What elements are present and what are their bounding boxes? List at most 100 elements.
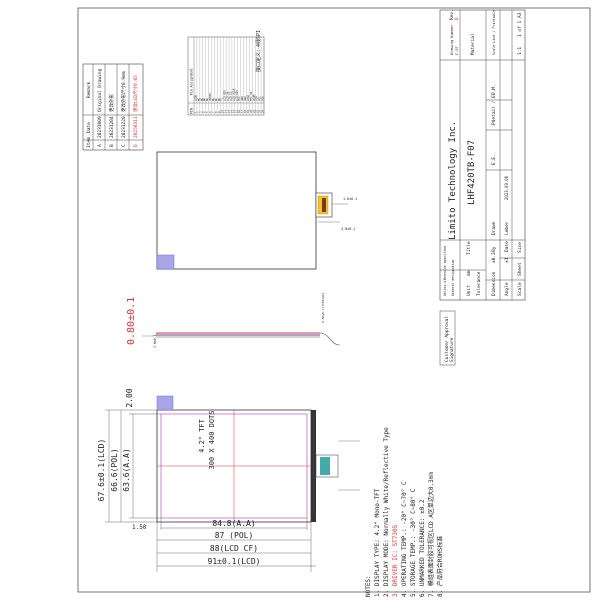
pin-number: 24	[261, 109, 265, 113]
note-line-4: 4. OPERATING TEMP.: -20° C~70° C	[401, 481, 408, 597]
material-label: Material	[470, 33, 476, 55]
dim-width-lcd: 91±0.1(LCD)	[208, 557, 261, 566]
pin-assignment: VGH	[255, 96, 259, 101]
drawn-label: Drawn	[491, 221, 497, 235]
pdetail-label: Pdetail / E.	[491, 92, 497, 125]
pin-number: 3	[199, 111, 203, 113]
dim-width-pol: 87 (POL)	[215, 531, 254, 540]
pin-assignment: LCD_SDA	[234, 90, 238, 101]
pin-assignment: FPC_ID	[249, 91, 253, 101]
rev-row-d-remark: 更改LCD尺寸0.05	[132, 75, 139, 112]
rev-row-c-date: 20231220	[121, 116, 127, 138]
pin-number: 2	[196, 111, 200, 113]
pin-number: 16	[237, 109, 241, 113]
unit-label: Unit	[466, 285, 472, 296]
dimension-label: Dimension	[491, 271, 497, 296]
pin-number: 11	[223, 109, 227, 113]
pin-assignment: LEDA	[246, 94, 250, 101]
pin-assignment: NC	[202, 97, 206, 101]
dim-length-pol: 66.6(POL)	[110, 448, 119, 491]
rev-row-c-item: C	[121, 144, 127, 147]
scale-value: 1:1	[517, 47, 523, 55]
date-label: Date	[504, 241, 510, 252]
dim-left-margin: 1.50	[132, 524, 147, 531]
pin-assignment: VCOM	[252, 94, 256, 101]
rev-value: D	[454, 17, 460, 20]
rev-header-item: Item	[86, 137, 92, 148]
pin-header-no: PIN	[190, 108, 194, 114]
side-view: 0.80±0.1(TYPICAL)	[142, 292, 341, 346]
pin-number: 4	[202, 111, 206, 113]
rev-header-date: Date	[86, 122, 92, 133]
overall-thickness-label: 0.80±0.1	[126, 297, 137, 345]
pin-assignment: NC	[205, 97, 209, 101]
angle-value: ±1	[504, 257, 510, 263]
lcd-label-line2: 300 X 400 DOTS	[208, 410, 216, 469]
unless-label: Unless otherwise specified	[443, 246, 447, 296]
pin-number: 13	[228, 109, 232, 113]
rev-row-a-item: A	[97, 144, 103, 147]
rev-row-d-item: D	[133, 144, 139, 147]
rev-row-a-date: 20231009	[97, 116, 103, 138]
rev-header-remark: Remark	[86, 81, 92, 98]
pin-number: 10	[220, 109, 224, 113]
rev-row-c-remark: 更改外形尺寸0.9mm	[120, 71, 127, 112]
pin-assignment: VDDIO	[208, 93, 212, 101]
pin-number: 23	[258, 109, 262, 113]
pin-assignment: NC	[196, 97, 200, 101]
polarizer-corner	[156, 254, 175, 270]
pin-assignment: NC	[217, 97, 221, 101]
title-block: Limito Technology Inc. LHF420TB-F07 Unit…	[439, 9, 526, 301]
dim-width-aa: 84.8(A.A)	[212, 519, 255, 528]
note-line-6: 6. UNMARKED TOLERANCE: ±0.2	[419, 499, 426, 597]
title-label: Title	[466, 241, 472, 255]
size-label: Size	[517, 242, 523, 253]
pin-number: 1	[193, 111, 197, 113]
dim-width-cf: 88(LCD CF)	[210, 544, 258, 553]
angle-label: Angle	[504, 282, 510, 296]
lcd-label-line1: 4.2" TFT	[198, 418, 206, 453]
pin-number: 20	[249, 109, 253, 113]
size-value: A3	[517, 12, 523, 18]
rev-label: Rev.	[449, 9, 455, 20]
pin-assignment: LCD_RES	[223, 90, 227, 101]
note-line-7: 7. 模组表面封胶可视区LCD A区单边大0.3mm	[427, 472, 435, 597]
pin-number: 12	[226, 109, 230, 113]
tolerance-label: Tolerance	[476, 271, 482, 296]
pin-number: 17	[240, 109, 244, 113]
drawing-number-label: Drawing Number	[450, 24, 454, 55]
pin-assignment: GND	[243, 96, 247, 101]
note-line-3: 3. DRIVER IC: ST7305	[392, 524, 399, 597]
rev-row-d-date: 20250311	[133, 116, 139, 138]
date-value: 2023.09.06	[504, 175, 509, 200]
rev-row-b-item: B	[109, 144, 115, 147]
pin-number: 22	[255, 109, 259, 113]
pin-assignment: VSS	[261, 96, 265, 101]
pin-number: 9	[217, 111, 221, 113]
pin-assignment: LCD_SCLK	[231, 88, 235, 101]
fpc-thickness-label: 1.6±0.1	[343, 197, 357, 201]
pin-number: 6	[208, 111, 212, 113]
dim-length-lcd: 67.6±0.1(LCD)	[97, 439, 106, 502]
pin-assignment: TE	[220, 97, 224, 101]
note-line-1: 1. DISPLAY TYPE: 4.2" Mono-TFT	[374, 488, 381, 597]
pm-label: P.M.	[491, 84, 497, 95]
pin-assignment: NC	[211, 97, 215, 101]
pin-assignment: LCD_A0	[226, 91, 230, 101]
revision-table: Item Date Remark A 20231009 Original Dra…	[82, 63, 144, 151]
pin-assignment: GND	[240, 96, 244, 101]
customer-approval-line2: Signature	[449, 337, 455, 362]
rev-row-b-date: 20231204	[109, 116, 115, 138]
pin-number: 18	[243, 109, 247, 113]
pin-number: 5	[205, 111, 209, 113]
front-view: 4.2" TFT 300 X 400 DOTS	[156, 395, 360, 523]
pin-assignment: LCD_CS	[228, 91, 232, 101]
company-name: Limito Technology Inc.	[448, 121, 458, 240]
side-thickness-label: 0.80±0.1(TYPICAL)	[321, 292, 325, 323]
note-line-5: 5. STORAGE TEMP.: -30° C~80° C	[410, 488, 417, 597]
rev-row-b-remark: 更改外形	[108, 94, 115, 112]
pin-assignment: NC	[199, 97, 203, 101]
note-line-8: 8. 产品符合ROHS标准	[436, 536, 444, 597]
pin-number: 8	[214, 111, 218, 113]
note-line-0: NOTES:	[365, 575, 372, 597]
